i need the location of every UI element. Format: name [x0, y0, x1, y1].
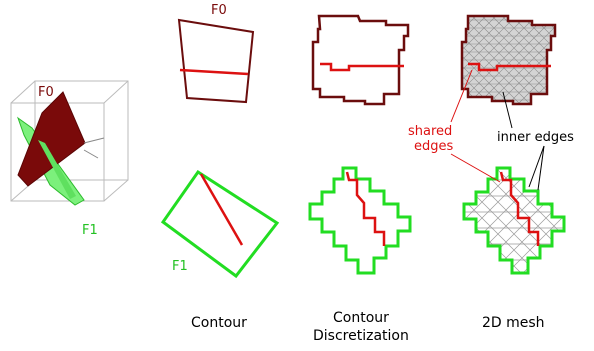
discretized-shared-edge-f1 [345, 171, 386, 246]
shared-edge-f1-contour [199, 173, 244, 246]
caption-mesh: 2D mesh [482, 315, 545, 331]
caption-discretization-2: Discretization [313, 328, 409, 344]
cube-3d [10, 80, 129, 206]
label-f1-cube: F1 [82, 223, 98, 238]
label-f0-cube: F0 [38, 85, 54, 100]
shared-edges-pointers [450, 69, 501, 183]
inner-edges-pointers [502, 91, 545, 191]
discretized-contour-f0 [311, 14, 410, 106]
mesh-f0-boundary [460, 14, 557, 106]
label-f1-contour: F1 [172, 259, 188, 274]
contour-f0 [177, 18, 255, 104]
label-shared-edges-1: shared [408, 124, 452, 139]
mesh-f0-shared-edge [468, 62, 551, 72]
shared-edge-f0-contour [179, 68, 249, 76]
caption-discretization-1: Contour [333, 310, 389, 326]
label-f0-contour: F0 [211, 3, 227, 18]
mesh-f0 [462, 16, 555, 104]
mesh-f1-shared-edge [499, 171, 540, 246]
label-inner-edges: inner edges [497, 130, 574, 145]
contour-f1 [160, 169, 280, 279]
mesh-f1-boundary [462, 166, 566, 275]
discretized-contour-f1 [308, 166, 412, 275]
caption-contour: Contour [191, 315, 247, 331]
discretized-shared-edge-f0 [320, 62, 404, 72]
label-shared-edges-2: edges [414, 139, 454, 154]
face-f1-front-3d [38, 140, 76, 199]
